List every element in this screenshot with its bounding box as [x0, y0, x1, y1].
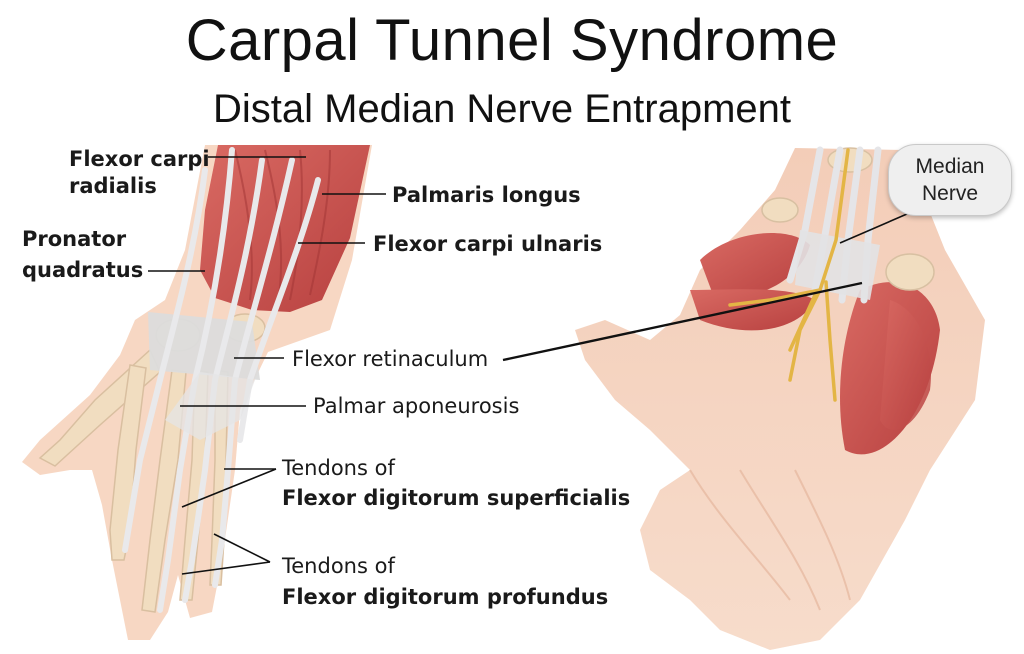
- label-pronator-quadratus-line2: quadratus: [22, 258, 144, 282]
- right-hand-illustration: [575, 146, 985, 650]
- right-skin-silhouette: [575, 148, 985, 650]
- leader-lines: [148, 156, 931, 575]
- label-flexor-carpi-ulnaris: Flexor carpi ulnaris: [373, 232, 603, 256]
- label-flexor-carpi-radialis-line2: radialis: [69, 174, 157, 198]
- left-hand-illustration: [22, 145, 372, 640]
- page-title: Carpal Tunnel Syndrome: [185, 8, 839, 73]
- page-subtitle: Distal Median Nerve Entrapment: [212, 87, 792, 131]
- label-fds-line1: Tendons of: [282, 456, 395, 480]
- median-nerve-path: [728, 148, 850, 402]
- label-fdp-line2: Flexor digitorum profundus: [282, 585, 609, 609]
- label-flexor-carpi-radialis-line1: Flexor carpi: [69, 147, 210, 171]
- median-nerve-label-line2: Nerve: [921, 182, 979, 205]
- label-pronator-quadratus-line1: Pronator: [22, 227, 127, 251]
- label-palmar-aponeurosis: Palmar aponeurosis: [313, 394, 520, 418]
- label-flexor-retinaculum: Flexor retinaculum: [292, 347, 489, 371]
- label-fdp-line1: Tendons of: [282, 554, 395, 578]
- right-hand-bones: [761, 147, 935, 291]
- label-fds-line2: Flexor digitorum superficialis: [282, 486, 631, 510]
- median-nerve-label-line1: Median: [915, 155, 985, 178]
- median-nerve-callout: Median Nerve: [888, 144, 1012, 216]
- label-palmaris-longus: Palmaris longus: [392, 183, 581, 207]
